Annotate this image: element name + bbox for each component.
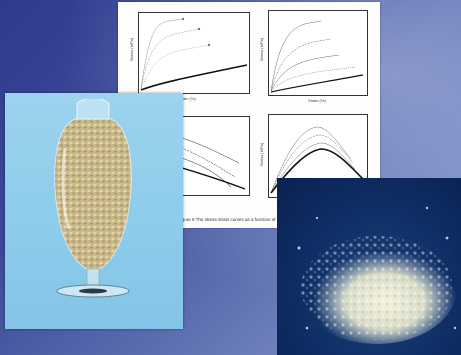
curve-endpoint (197, 27, 201, 31)
panel-2-ylabel: Stress (MPa) (259, 37, 265, 62)
granules-photo (277, 178, 461, 355)
flask-photo (5, 93, 183, 329)
chart-panel-top-right (268, 10, 368, 96)
curve (140, 28, 200, 90)
curve (179, 146, 236, 178)
curve (270, 126, 352, 194)
curve (140, 18, 184, 90)
panel-1-xlabel: Strain (%) (178, 96, 196, 101)
curve (270, 54, 340, 92)
chart-panel-top-right-plot (270, 20, 364, 93)
curve-endpoint (181, 17, 185, 21)
panel-1-ylabel: Stress (MPa) (129, 37, 135, 62)
curve (179, 136, 240, 164)
chart-panel-top-left-plot (140, 17, 248, 91)
curve-endpoint (207, 43, 211, 47)
curve (270, 20, 322, 92)
flask-icon (54, 99, 132, 298)
curve (270, 134, 354, 194)
curve (140, 44, 210, 90)
figure-caption: Figure 6 The stress-strain curves as a f… (178, 217, 285, 222)
chart-panel-bottom-left (178, 116, 250, 196)
curve (179, 156, 232, 188)
curve (179, 166, 246, 190)
curve (270, 142, 356, 194)
curve (270, 66, 356, 92)
chart-panel-bottom-left-plot (179, 136, 246, 190)
panel-2-xlabel: Strain (%) (308, 98, 326, 103)
panel-4-ylabel: Stress (MPa) (259, 142, 265, 167)
chart-panel-bottom-right-plot (270, 126, 364, 194)
curve (270, 74, 364, 93)
granules-icon (297, 206, 457, 344)
chart-panel-top-left (138, 12, 250, 94)
curve (270, 148, 364, 194)
curve (140, 64, 248, 91)
curve (270, 38, 332, 92)
